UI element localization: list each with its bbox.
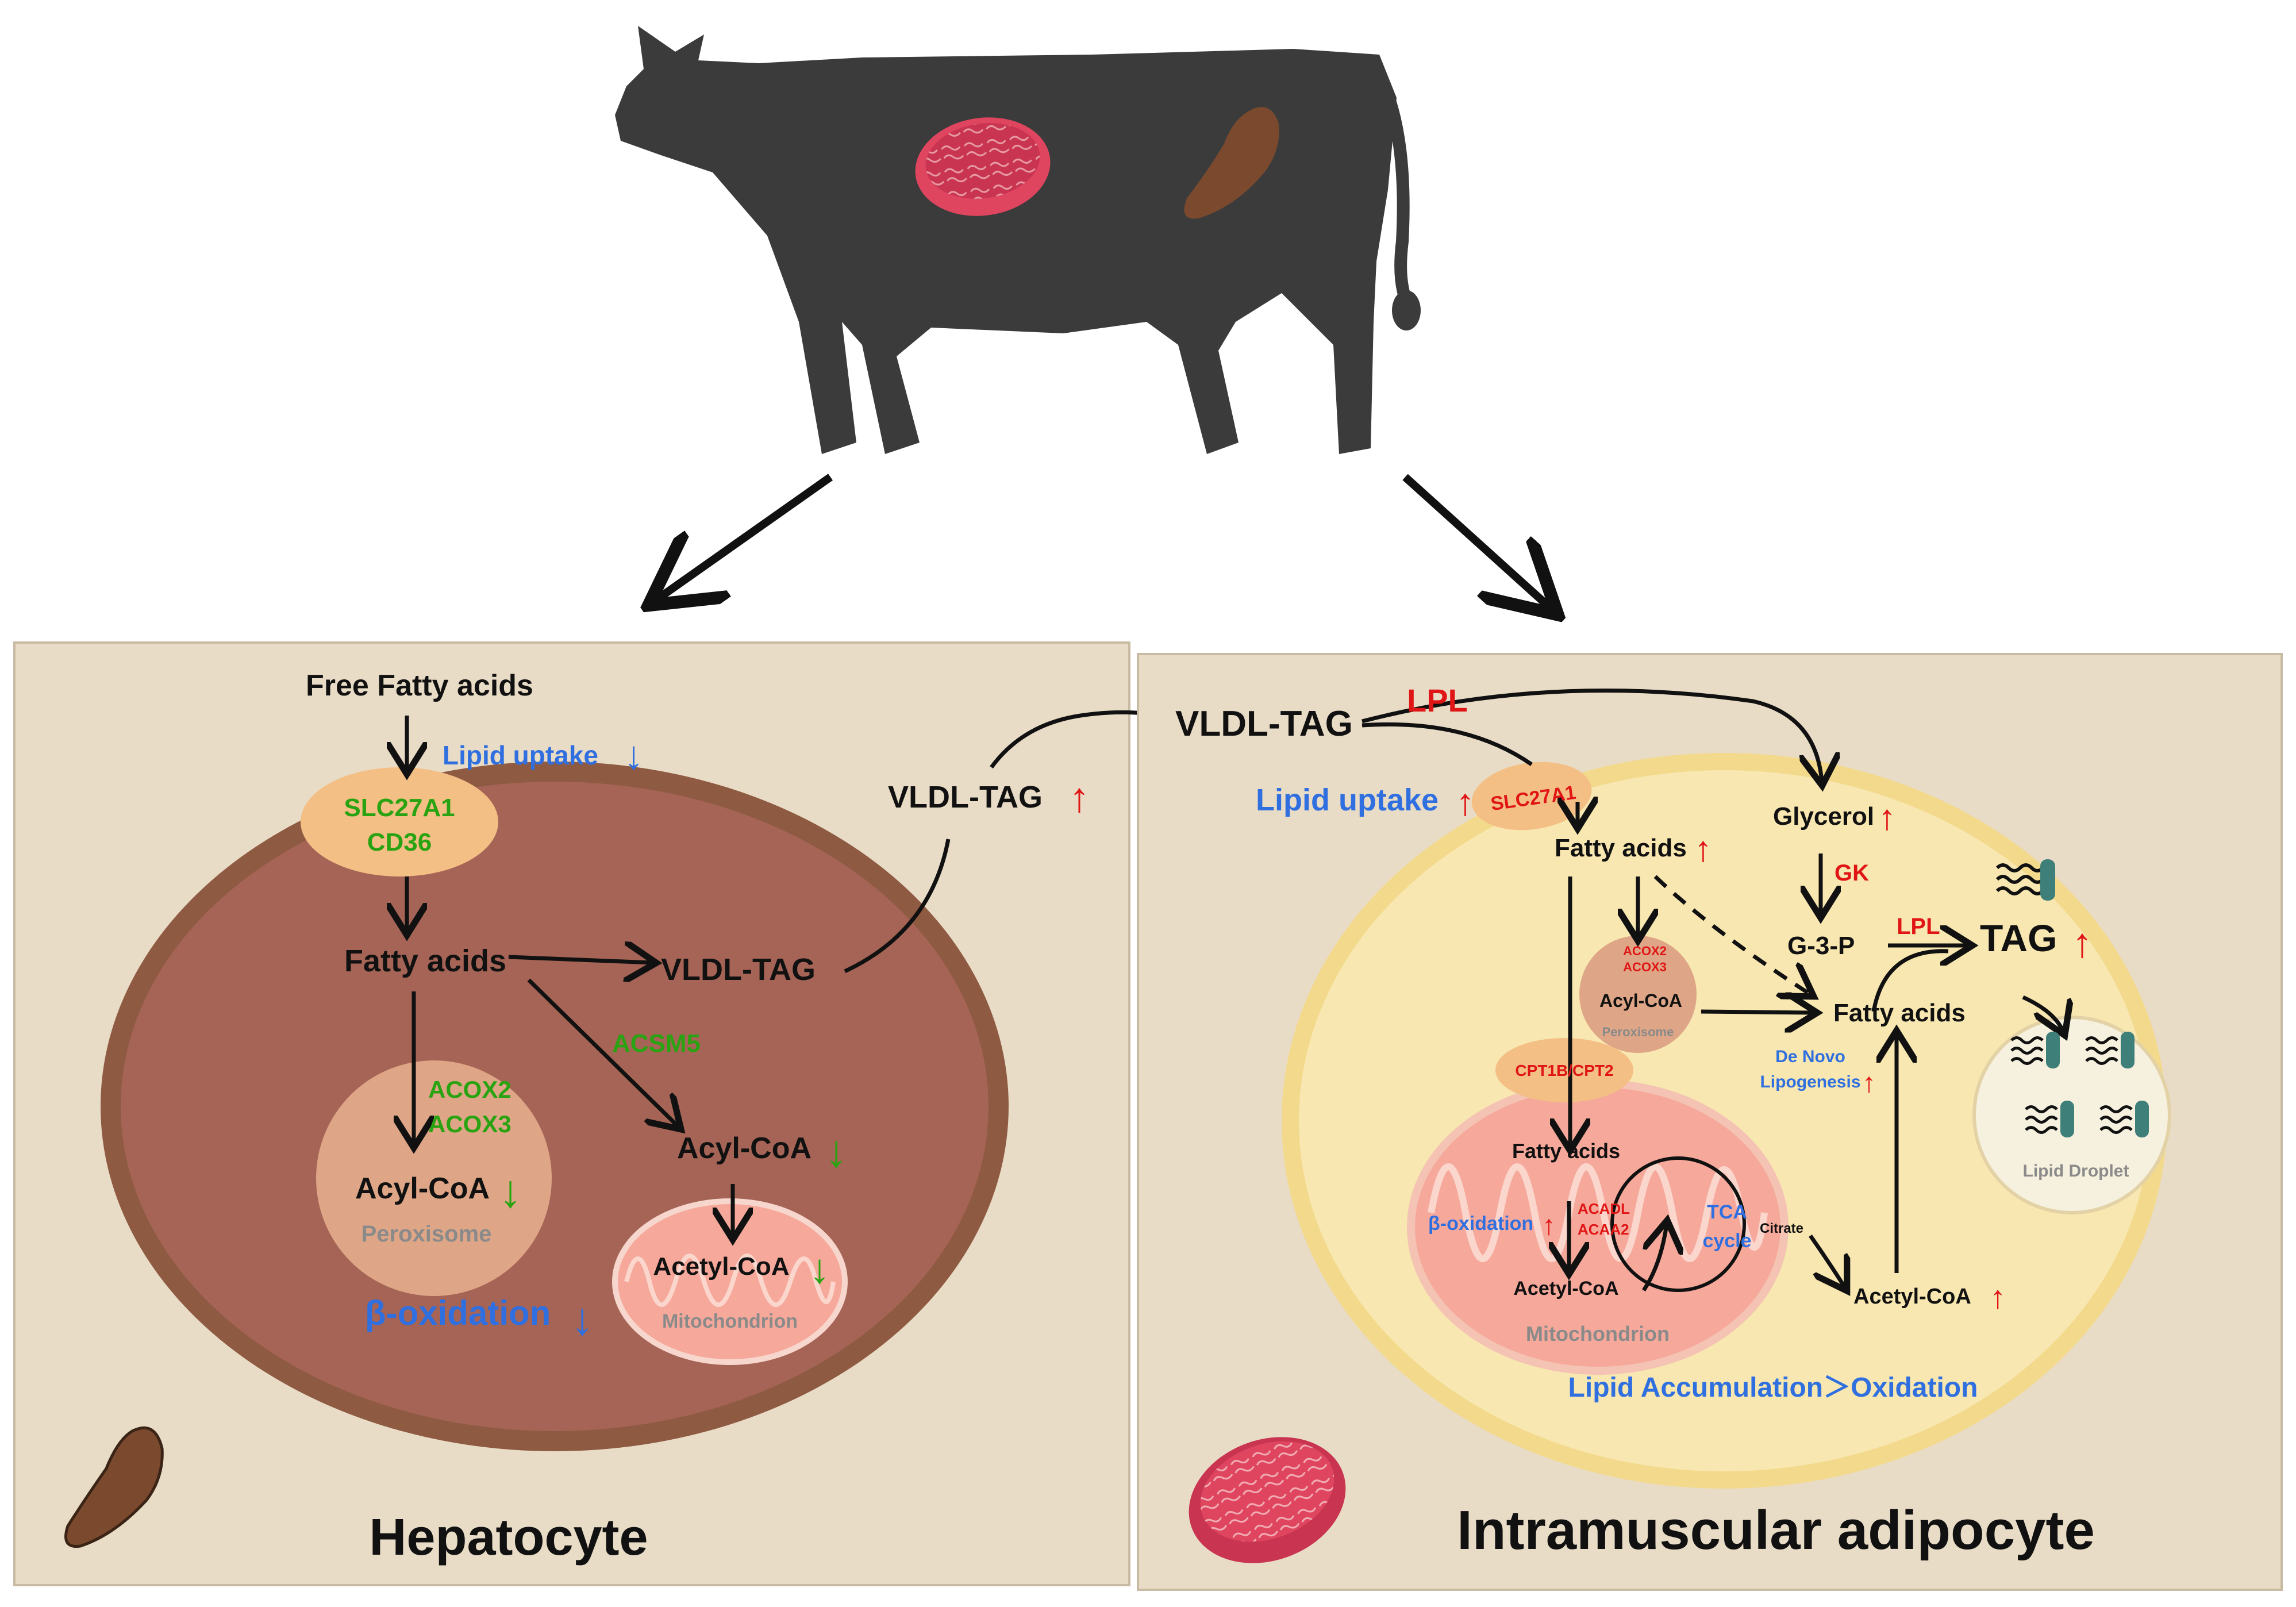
glycerol-up-arrow: ↑ — [1878, 798, 1896, 837]
vldl-tag-inner-label: VLDL-TAG — [661, 952, 816, 987]
vldl-tag-label: VLDL-TAG — [1175, 704, 1353, 744]
tag-up-arrow: ↑ — [2072, 920, 2093, 966]
lipid-molecule-icon — [1995, 859, 2055, 901]
mitochondrion-label: Mitochondrion — [1526, 1322, 1670, 1345]
fatty-acids-top-label: Fatty acids — [1555, 834, 1687, 862]
mito-acetyl-coa-label: Acetyl-CoA — [1513, 1278, 1618, 1300]
fatty-acids-top-up-arrow: ↑ — [1694, 829, 1712, 869]
fatty-acids-label: Fatty acids — [344, 944, 506, 978]
acyl-coa-label: Acyl-CoA — [677, 1132, 812, 1165]
peroxisome-acyl-coa-down-arrow: ↓ — [499, 1166, 522, 1217]
tca-label: TCA — [1707, 1201, 1747, 1223]
free-fatty-acids-label: Free Fatty acids — [306, 669, 533, 702]
arrow-to-adipocyte — [1402, 474, 1552, 609]
lipid-uptake-label: Lipid uptake — [1256, 783, 1439, 817]
mito-fatty-acids-label: Fatty acids — [1512, 1139, 1620, 1163]
meat-icon — [915, 117, 1051, 216]
liver-icon — [64, 1426, 164, 1548]
acox3-gene-label: ACOX3 — [1623, 960, 1667, 974]
cpt1b-cpt2-gene-label: CPT1B/CPT2 — [1515, 1062, 1613, 1079]
tag-label: TAG — [1980, 917, 2057, 959]
glycerol-label: Glycerol — [1773, 802, 1874, 831]
acox2-gene-label: ACOX2 — [1623, 944, 1667, 958]
adipocyte-title: Intramuscular adipocyte — [1457, 1500, 2095, 1561]
beta-oxidation-label: β-oxidation — [365, 1294, 551, 1332]
g3p-label: G-3-P — [1787, 932, 1855, 960]
vldl-tag-outer-label: VLDL-TAG — [888, 780, 1043, 814]
acetyl-coa-down-arrow: ↓ — [809, 1246, 830, 1292]
mitochondrion — [612, 1198, 848, 1365]
peroxisome-acyl-coa-label: Acyl-CoA — [1599, 990, 1682, 1011]
acetyl-coa-up-arrow: ↑ — [1990, 1279, 2006, 1315]
lipid-droplet-label: Lipid Droplet — [2023, 1162, 2129, 1181]
slc27a1-cd36-transporter — [301, 767, 498, 876]
acetyl-coa-label: Acetyl-CoA — [653, 1252, 789, 1281]
beta-oxidation-up-arrow: ↑ — [1542, 1210, 1556, 1241]
peroxisome-label: Peroxisome — [1602, 1025, 1674, 1039]
beta-oxidation-label: β-oxidation — [1428, 1213, 1533, 1235]
hepatocyte-title: Hepatocyte — [369, 1509, 648, 1566]
cycle-label: cycle — [1702, 1230, 1751, 1252]
de-novo-label: De Novo — [1775, 1047, 1845, 1066]
summary-label: Lipid Accumulation＞Oxidation — [1568, 1373, 1978, 1403]
lipid-molecule-icon — [2099, 1101, 2149, 1137]
gk-enzyme-label: GK — [1835, 860, 1869, 886]
peroxisome-label: Peroxisome — [361, 1221, 492, 1247]
meat-icon — [1189, 1437, 1346, 1563]
acaa2-gene-label: ACAA2 — [1578, 1221, 1629, 1238]
lipid-uptake-down-arrow: ↓ — [624, 733, 644, 778]
hepatocyte-panel: Free Fatty acids Lipid uptake ↓ SLC27A1 … — [13, 641, 1187, 1586]
lipid-molecule-icon — [2085, 1032, 2135, 1068]
slc27a1-gene-label: SLC27A1 — [344, 794, 455, 822]
acadl-gene-label: ACADL — [1578, 1200, 1630, 1217]
lipid-uptake-up-arrow: ↑ — [1456, 781, 1475, 823]
cd36-gene-label: CD36 — [367, 828, 432, 856]
liver-icon — [1184, 107, 1279, 219]
fatty-acids-mid-label: Fatty acids — [1833, 999, 1966, 1027]
acox3-gene-label: ACOX3 — [428, 1110, 511, 1137]
lipid-uptake-label: Lipid uptake — [443, 740, 598, 770]
acox2-gene-label: ACOX2 — [428, 1076, 511, 1103]
beta-oxidation-down-arrow: ↓ — [571, 1293, 594, 1344]
acetyl-coa-label: Acetyl-CoA — [1853, 1285, 1971, 1309]
lipid-molecule-icon — [2010, 1032, 2060, 1068]
lpl-top-label: LPL — [1407, 682, 1468, 718]
de-novo-up-arrow: ↑ — [1862, 1068, 1876, 1098]
lpl-tag-label: LPL — [1897, 914, 1940, 939]
arrow-to-hepatocyte — [655, 474, 833, 601]
acsm5-gene-label: ACSM5 — [612, 1029, 701, 1058]
adipocyte-panel: VLDL-TAG LPL Lipid uptake ↑ SLC27A1 Fatt… — [1137, 653, 2283, 1591]
peroxisome — [1579, 936, 1697, 1053]
peroxisome-acyl-coa-label: Acyl-CoA — [355, 1172, 490, 1205]
cow-icon — [615, 26, 1421, 454]
mitochondrion-label: Mitochondrion — [662, 1310, 798, 1332]
lipid-molecule-icon — [2025, 1101, 2074, 1137]
acyl-coa-down-arrow: ↓ — [825, 1125, 848, 1177]
vldl-tag-up-arrow: ↑ — [1069, 775, 1090, 821]
peroxisome — [316, 1060, 552, 1296]
lipogenesis-label: Lipogenesis — [1760, 1072, 1860, 1091]
cpt1b-cpt2-transporter — [1495, 1038, 1633, 1102]
citrate-label: Citrate — [1760, 1221, 1803, 1236]
